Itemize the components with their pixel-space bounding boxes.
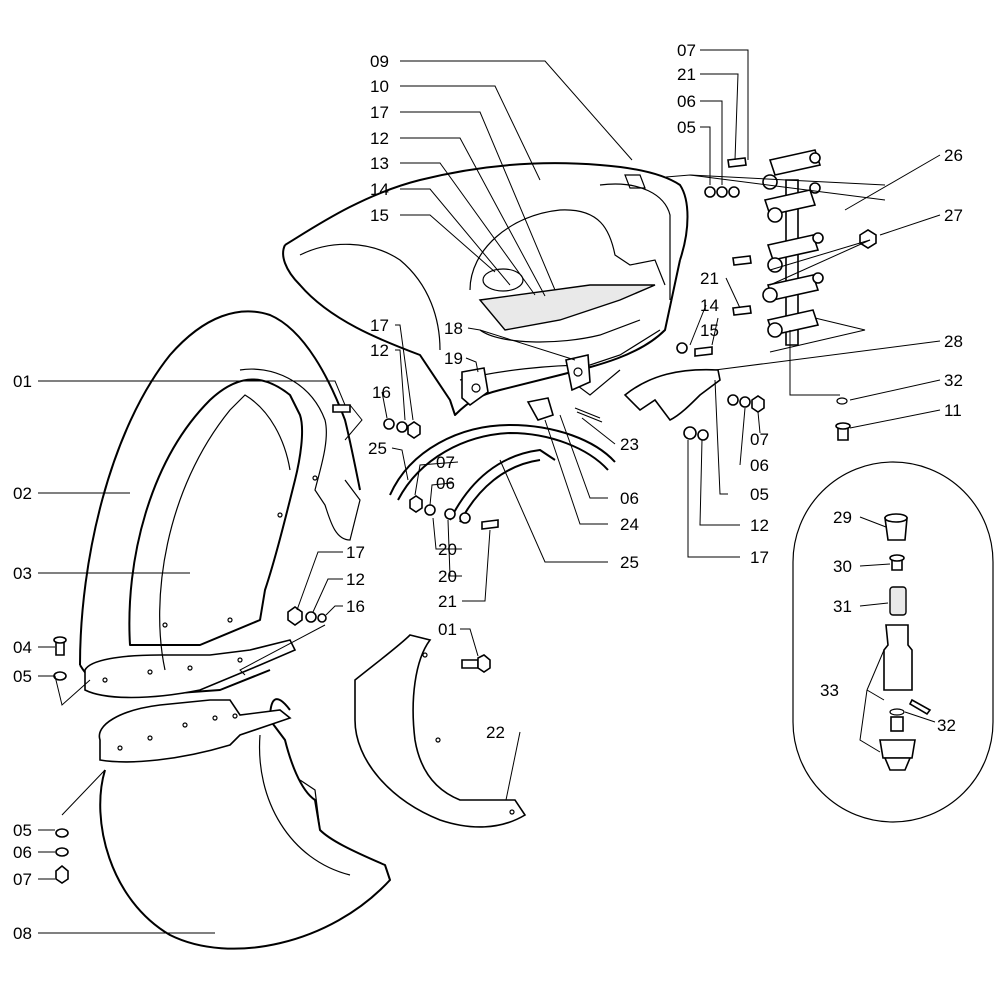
callout-18: 18 bbox=[444, 319, 463, 338]
callout-19: 19 bbox=[444, 349, 463, 368]
callout-25: 25 bbox=[620, 553, 639, 572]
callout-01: 01 bbox=[13, 372, 32, 391]
callout-06: 06 bbox=[750, 456, 769, 475]
part-18-bracket-band bbox=[459, 329, 661, 396]
callout-23: 23 bbox=[620, 435, 639, 454]
callout-31: 31 bbox=[833, 597, 852, 616]
part-26-nozzle-manifold bbox=[762, 149, 824, 346]
part-02-outer-shell bbox=[79, 310, 361, 699]
callout-07: 07 bbox=[750, 430, 769, 449]
callout-29: 29 bbox=[833, 508, 852, 527]
hardware-right bbox=[683, 394, 765, 441]
callout-16: 16 bbox=[372, 383, 391, 402]
callout-05: 05 bbox=[13, 821, 32, 840]
callout-05: 05 bbox=[13, 667, 32, 686]
part-23-pin bbox=[574, 407, 603, 423]
callout-27: 27 bbox=[944, 206, 963, 225]
part-11-32-hardware bbox=[835, 397, 851, 441]
callout-17: 17 bbox=[750, 548, 769, 567]
callout-21: 21 bbox=[700, 269, 719, 288]
hardware-mid bbox=[287, 606, 327, 626]
callout-09: 09 bbox=[370, 52, 389, 71]
callout-21: 21 bbox=[677, 65, 696, 84]
callout-11: 11 bbox=[944, 401, 962, 420]
part-27-nut bbox=[859, 229, 877, 249]
part-19-hinge bbox=[461, 367, 489, 407]
callout-15: 15 bbox=[700, 321, 719, 340]
callout-17: 17 bbox=[370, 103, 389, 122]
callout-14: 14 bbox=[370, 180, 389, 199]
callout-07: 07 bbox=[436, 453, 455, 472]
part-hinge-right bbox=[565, 354, 591, 392]
hardware-05-06-07 bbox=[55, 828, 69, 884]
callout-22: 22 bbox=[486, 723, 505, 742]
callout-20: 20 bbox=[438, 540, 457, 559]
callout-06: 06 bbox=[436, 474, 455, 493]
callout-08: 08 bbox=[13, 924, 32, 943]
callout-labels: 01 02 03 04 05 05 06 07 08 09 10 17 12 1… bbox=[13, 41, 963, 943]
callout-32: 32 bbox=[937, 716, 956, 735]
leader-lines bbox=[38, 49, 941, 934]
part-22-side-panel bbox=[354, 634, 527, 828]
callout-20: 20 bbox=[438, 567, 457, 586]
callout-05: 05 bbox=[677, 118, 696, 137]
callout-33: 33 bbox=[820, 681, 839, 700]
callout-14: 14 bbox=[700, 296, 719, 315]
callout-04: 04 bbox=[13, 638, 32, 657]
part-09-upper-hood bbox=[282, 162, 689, 416]
callout-07: 07 bbox=[677, 41, 696, 60]
callout-30: 30 bbox=[833, 557, 852, 576]
part-08-lower-shell bbox=[99, 698, 391, 950]
callout-05: 05 bbox=[750, 485, 769, 504]
callout-17: 17 bbox=[370, 316, 389, 335]
callout-12: 12 bbox=[370, 341, 389, 360]
callout-06: 06 bbox=[13, 843, 32, 862]
part-03-inner-liner bbox=[128, 368, 361, 671]
callout-25: 25 bbox=[368, 439, 387, 458]
callout-13: 13 bbox=[370, 154, 389, 173]
part-08-flange bbox=[98, 699, 292, 763]
part-25-arch-bars bbox=[389, 424, 616, 523]
callout-03: 03 bbox=[13, 564, 32, 583]
callout-15: 15 bbox=[370, 206, 389, 225]
part-24-bracket bbox=[526, 397, 554, 421]
callout-02: 02 bbox=[13, 484, 32, 503]
callout-12: 12 bbox=[346, 570, 365, 589]
hardware-top bbox=[676, 157, 752, 357]
callout-24: 24 bbox=[620, 515, 639, 534]
callout-28: 28 bbox=[944, 332, 963, 351]
hardware-left bbox=[332, 404, 421, 439]
detail-inset bbox=[792, 461, 994, 823]
callout-06: 06 bbox=[620, 489, 639, 508]
callout-21: 21 bbox=[438, 592, 457, 611]
callout-06: 06 bbox=[677, 92, 696, 111]
callout-17: 17 bbox=[346, 543, 365, 562]
hardware-04-05 bbox=[53, 636, 67, 681]
callout-12: 12 bbox=[370, 129, 389, 148]
callout-12: 12 bbox=[750, 516, 769, 535]
callout-10: 10 bbox=[370, 77, 389, 96]
callout-16: 16 bbox=[346, 597, 365, 616]
hardware-center bbox=[409, 495, 499, 530]
callout-01: 01 bbox=[438, 620, 457, 639]
part-01-bolt bbox=[461, 654, 491, 673]
part-deflector bbox=[623, 368, 721, 422]
callout-07: 07 bbox=[13, 870, 32, 889]
callout-26: 26 bbox=[944, 146, 963, 165]
callout-32: 32 bbox=[944, 371, 963, 390]
